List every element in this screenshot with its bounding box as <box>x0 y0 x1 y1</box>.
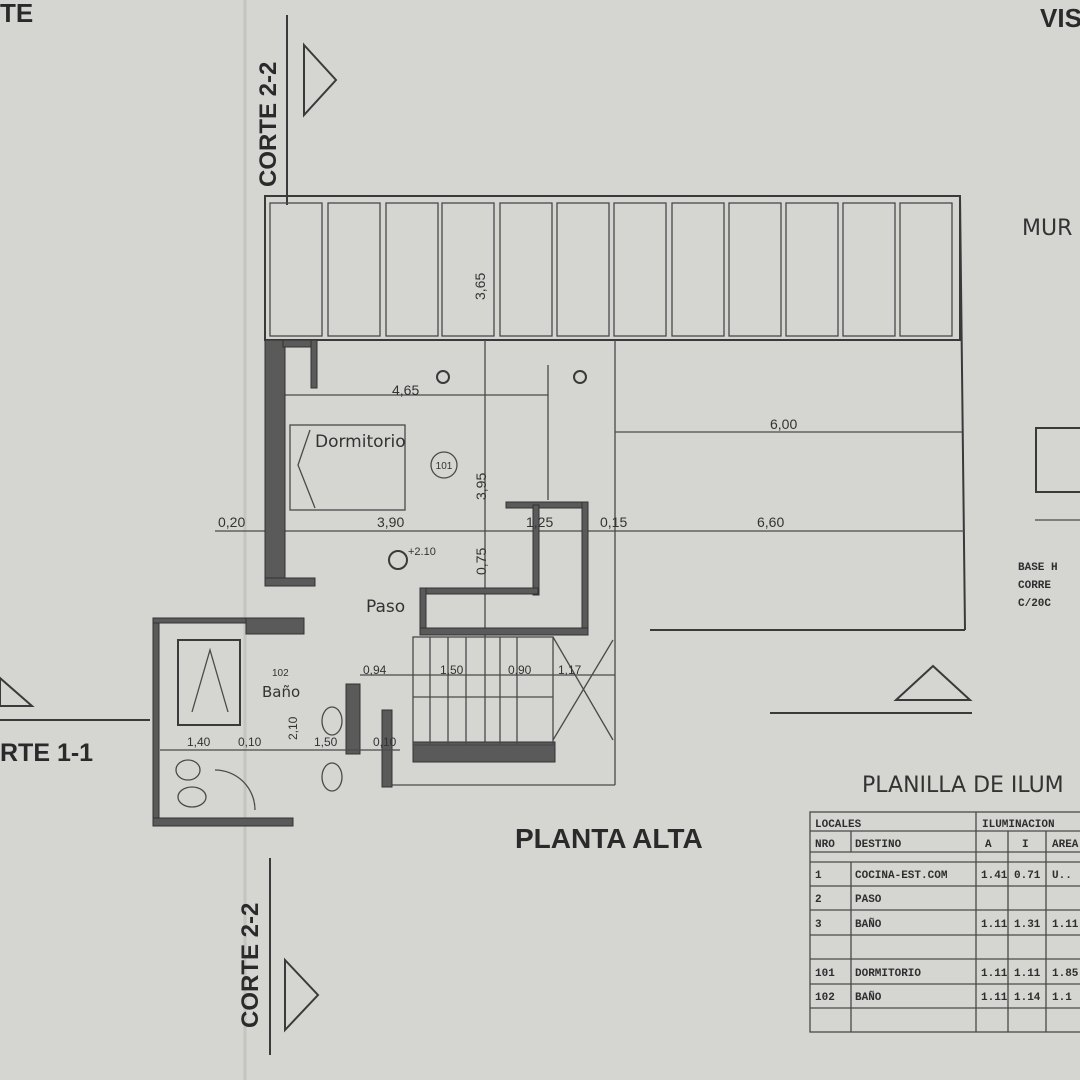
table-col-destino: DESTINO <box>855 839 902 851</box>
cell-area: 1.11 <box>1052 919 1079 931</box>
table-col-area: AREA <box>1052 839 1079 851</box>
bed-icon <box>289 424 406 511</box>
cell-destino: COCINA-EST.COM <box>855 870 948 882</box>
note-line-1: BASE H <box>1018 562 1058 574</box>
table-title: PLANILLA DE ILUM <box>862 773 1064 798</box>
room-number-badge <box>430 451 458 479</box>
dim-1-50b: 1,50 <box>314 735 338 749</box>
cell-destino: BAÑO <box>855 991 882 1004</box>
dim-3-90: 3,90 <box>377 514 404 530</box>
dim-3-65: 3,65 <box>472 273 488 300</box>
dim-4-65: 4,65 <box>392 382 419 398</box>
level-mark-icon <box>388 550 408 570</box>
bathtub-drain <box>191 647 229 713</box>
dim-1-40: 1,40 <box>187 735 211 749</box>
room-label-paso: Paso <box>366 597 405 617</box>
lighting-table <box>809 811 1080 1033</box>
cell-i: 1.11 <box>1014 968 1041 980</box>
dim-0-20: 0,20 <box>218 514 245 530</box>
cell-nro: 1 <box>815 870 822 882</box>
cell-a: 1.11 <box>981 919 1008 931</box>
table-row: 102 BAÑO 1.11 1.14 1.1 <box>815 991 1072 1004</box>
dim-2-10: 2,10 <box>286 716 300 740</box>
dim-6-00: 6,00 <box>770 416 797 432</box>
drawing-title: PLANTA ALTA <box>515 823 703 854</box>
dim-3-95: 3,95 <box>473 473 489 500</box>
cell-nro: 3 <box>815 919 822 931</box>
dim-1-17: 1,17 <box>558 663 582 677</box>
note-line-3: C/20C <box>1018 598 1051 610</box>
terrace-outline <box>215 195 966 786</box>
door-swing-icon <box>214 769 256 811</box>
bed-pillow <box>297 429 316 509</box>
level-value: +2.10 <box>408 546 436 558</box>
section-arrow-right-icon <box>893 664 973 701</box>
dim-0-10: 0,10 <box>238 735 262 749</box>
dim-0-10b: 0,10 <box>373 735 397 749</box>
column-icon <box>436 370 450 384</box>
bidet-icon <box>177 786 207 808</box>
cell-i: 1.31 <box>1014 919 1041 931</box>
cell-area: 1.85 <box>1052 968 1079 980</box>
dim-0-75: 0,75 <box>473 548 489 575</box>
room-label-bano: Baño <box>262 683 300 701</box>
section-label-bottom: CORTE 2-2 <box>237 903 264 1028</box>
detail-box <box>1035 427 1080 493</box>
room-number-102: 102 <box>272 668 289 679</box>
cell-nro: 102 <box>815 992 835 1004</box>
washbasin-icon <box>321 706 343 736</box>
cell-i: 0.71 <box>1014 870 1041 882</box>
cell-a: 1.11 <box>981 968 1008 980</box>
dim-0-94: 0,94 <box>363 663 387 677</box>
section-label-left: RTE 1-1 <box>0 739 93 767</box>
note-line-2: CORRE <box>1018 580 1051 592</box>
section-arrow-left-icon <box>0 676 35 707</box>
dim-1-25: 1,25 <box>526 514 553 530</box>
cell-destino: PASO <box>855 894 882 906</box>
table-row: 3 BAÑO 1.11 1.31 1.11 <box>815 918 1079 931</box>
room-number-101: 101 <box>436 461 453 472</box>
cell-area: U.. <box>1052 870 1072 882</box>
cell-nro: 101 <box>815 968 835 980</box>
bathtub-icon <box>177 639 241 726</box>
fragment-top-left: TE <box>0 0 33 28</box>
cell-destino: BAÑO <box>855 918 882 931</box>
cell-destino: DORMITORIO <box>855 968 921 980</box>
section-label-top: CORTE 2-2 <box>255 62 282 187</box>
toilet-icon <box>175 759 201 781</box>
table-col-nro: NRO <box>815 839 835 851</box>
table-row: 101 DORMITORIO 1.11 1.11 1.85 <box>815 968 1079 980</box>
table-col-a: A <box>985 839 992 851</box>
column-icon <box>573 370 587 384</box>
cell-nro: 2 <box>815 894 822 906</box>
walls <box>152 339 589 827</box>
room-label-dormitorio: Dormitorio <box>315 432 406 452</box>
dim-1-50: 1,50 <box>440 663 464 677</box>
dim-0-90: 0,90 <box>508 663 532 677</box>
table-col-i: I <box>1022 839 1029 851</box>
roof-panels <box>264 195 961 341</box>
cell-a: 1.41 <box>981 870 1008 882</box>
cell-a: 1.11 <box>981 992 1008 1004</box>
mur-label: MUR <box>1022 216 1072 241</box>
table-row: 2 PASO <box>815 894 882 906</box>
cell-area: 1.1 <box>1052 992 1072 1004</box>
table-group-iluminacion: ILUMINACION <box>982 819 1055 831</box>
fragment-top-right: VIS <box>1040 3 1080 33</box>
table-row: 1 COCINA-EST.COM 1.41 0.71 U.. <box>815 870 1072 882</box>
staircase <box>412 636 614 746</box>
cell-i: 1.14 <box>1014 992 1041 1004</box>
dim-0-15: 0,15 <box>600 514 627 530</box>
washbasin-icon <box>321 762 343 792</box>
table-group-locales: LOCALES <box>815 819 862 831</box>
section-arrow-bottom-icon <box>284 957 320 1033</box>
dim-6-60: 6,60 <box>757 514 784 530</box>
section-arrow-top-icon <box>303 42 338 118</box>
